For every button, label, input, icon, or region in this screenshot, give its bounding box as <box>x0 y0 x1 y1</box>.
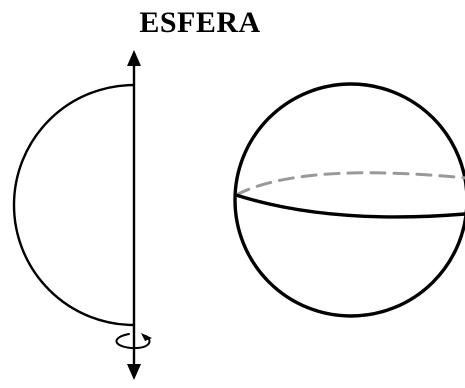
equator-front <box>234 193 465 219</box>
sphere-figure <box>233 82 465 318</box>
arrow-down-icon <box>127 364 141 380</box>
sphere-outline <box>233 82 465 318</box>
equator-back-dashed <box>234 171 465 197</box>
semicircle-arc <box>12 83 136 327</box>
semicircle-figure <box>12 50 152 380</box>
diagram-title: ESFERA <box>139 6 261 39</box>
rotation-arrow-icon <box>115 333 151 350</box>
arrow-up-icon <box>127 50 141 66</box>
